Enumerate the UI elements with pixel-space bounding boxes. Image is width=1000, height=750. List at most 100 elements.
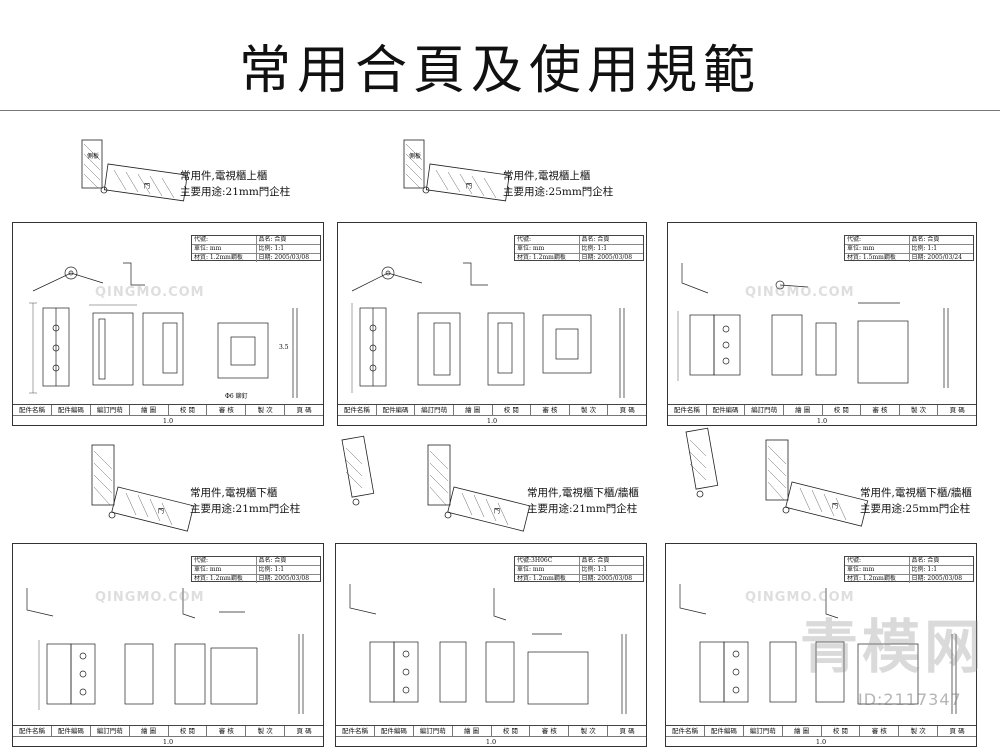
dim-label: Φ6 鉚釘 — [225, 392, 248, 400]
footer-cell: 校 閱 — [169, 405, 208, 415]
footer-cell: 配件名稱 — [13, 726, 52, 736]
footer-cell: 頁 碼 — [296, 727, 312, 735]
footer-cell: 校 閱 — [169, 726, 208, 736]
note-line: 常用件,電視櫃下櫃 — [190, 487, 278, 499]
usage-note-4: 常用件,電視櫃下櫃 主要用途:21mm門企柱 — [190, 485, 300, 517]
footer-cell: 頁 碼 — [296, 406, 312, 414]
tb-name: 品名: 合頁 — [258, 557, 287, 564]
footer-cell: 頁 碼 — [619, 727, 635, 735]
footer-cell: 編訂門萌 — [415, 405, 454, 415]
footer-table: 配件名稱配件編碼編訂門萌繪 圖校 閱審 核製 次頁 碼 1.0 — [668, 404, 976, 425]
footer-cell: 頁 碼 — [619, 406, 635, 414]
footer-cell: 製 次 — [246, 405, 286, 415]
tb-name: 品名: 合頁 — [581, 557, 610, 564]
footer-cell: 製 次 — [570, 405, 609, 415]
tb-scale: 比例: 1:1 — [258, 245, 285, 252]
footer-cell: 配件名稱 — [668, 405, 707, 415]
footer-cell: 編訂門萌 — [91, 726, 130, 736]
tb-name: 品名: 合頁 — [911, 236, 940, 243]
hinge-drawing-6 — [679, 584, 957, 714]
footer-cell: 審 核 — [531, 405, 570, 415]
footer-version: 1.0 — [816, 417, 828, 425]
footer-row: 配件名稱配件編碼編訂門萌繪 圖校 閱審 核製 次頁 碼 — [338, 405, 646, 416]
footer-cell: 配件名稱 — [336, 726, 375, 736]
svg-text:側板: 側板 — [409, 152, 421, 160]
installation-sketch-5a — [341, 435, 375, 506]
footer-table: 配件名稱配件編碼編訂門萌繪 圖校 閱審 核製 次頁 碼 1.0 — [338, 404, 646, 425]
note-line: 常用件,電視櫃下櫃/牆櫃 — [527, 487, 639, 499]
footer-cell: 編訂門萌 — [91, 405, 130, 415]
footer-version: 1.0 — [815, 738, 827, 746]
tb-date: 日期: 2005/03/08 — [258, 575, 310, 582]
footer-row: 配件名稱配件編碼編訂門萌繪 圖校 閱審 核製 次頁 碼 — [336, 726, 646, 737]
footer-cell: 製 次 — [569, 726, 609, 736]
footer-cell: 校 閱 — [823, 405, 862, 415]
svg-text:門: 門 — [494, 508, 500, 515]
tb-material: 材質: 1.2mm鋼板 — [515, 254, 580, 262]
tb-date: 日期: 2005/03/08 — [911, 575, 963, 582]
watermark-small: QINGMO.COM — [745, 590, 855, 605]
watermark-small: QINGMO.COM — [95, 285, 205, 300]
footer-row: 配件名稱配件編碼編訂門萌繪 圖校 閱審 核製 次頁 碼 — [13, 405, 323, 416]
watermark-small: QINGMO.COM — [745, 285, 855, 300]
watermark-small: QINGMO.COM — [95, 590, 205, 605]
footer-cell: 繪 圖 — [454, 405, 493, 415]
footer-table: 配件名稱配件編碼編訂門萌繪 圖校 閱審 核製 次頁 碼 1.0 — [666, 725, 976, 746]
usage-note-1: 常用件,電視櫃上櫃 主要用途:21mm門企柱 — [180, 168, 290, 200]
tb-date: 日期: 2005/03/08 — [258, 254, 310, 261]
tb-material: 材質: 1.2mm鋼板 — [192, 575, 257, 583]
tb-unit: 單位: mm — [192, 566, 257, 574]
footer-row: 配件名稱配件編碼編訂門萌繪 圖校 閱審 核製 次頁 碼 — [13, 726, 323, 737]
usage-note-2: 常用件,電視櫃上櫃 主要用途:25mm門企柱 — [503, 168, 613, 200]
footer-version: 1.0 — [162, 417, 174, 425]
tb-code: 代號: — [845, 557, 910, 565]
svg-text:側板: 側板 — [87, 152, 99, 160]
footer-cell: 配件名稱 — [666, 726, 705, 736]
tb-material: 材質: 1.2mm鋼板 — [515, 575, 580, 583]
installation-sketch-1: 側板 門 — [81, 139, 188, 202]
footer-cell: 審 核 — [861, 405, 900, 415]
hinge-drawing-2 — [351, 262, 625, 398]
footer-version: 1.0 — [486, 417, 498, 425]
footer-cell: 配件編碼 — [707, 405, 746, 415]
dim-label: 3.5 — [279, 344, 289, 351]
footer-cell: 校 閱 — [822, 726, 861, 736]
footer-cell: 編訂門萌 — [745, 405, 784, 415]
tb-scale: 比例: 1:1 — [581, 566, 608, 573]
note-line: 主要用途:21mm門企柱 — [190, 503, 301, 515]
tb-material: 材質: 1.2mm鋼板 — [845, 575, 910, 583]
note-line: 主要用途:21mm門企柱 — [180, 186, 291, 198]
tb-unit: 單位: mm — [515, 566, 580, 574]
footer-cell: 配件編碼 — [52, 405, 91, 415]
tb-code: 代號: — [515, 236, 580, 244]
tb-code: 代號: — [845, 236, 910, 244]
installation-sketch-6a — [685, 427, 719, 498]
footer-cell: 繪 圖 — [453, 726, 492, 736]
tb-date: 日期: 2005/03/08 — [581, 254, 633, 261]
tb-name: 品名: 合頁 — [258, 236, 287, 243]
svg-text:門: 門 — [158, 508, 164, 515]
footer-cell: 配件編碼 — [705, 726, 744, 736]
footer-cell: 編訂門萌 — [414, 726, 453, 736]
watermark-id: ID:2117347 — [858, 690, 962, 709]
footer-row: 配件名稱配件編碼編訂門萌繪 圖校 閱審 核製 次頁 碼 — [668, 405, 976, 416]
tb-unit: 單位: mm — [845, 245, 910, 253]
footer-table: 配件名稱配件編碼編訂門萌繪 圖校 閱審 核製 次頁 碼 1.0 — [13, 404, 323, 425]
tb-unit: 單位: mm — [192, 245, 257, 253]
footer-cell: 頁 碼 — [949, 727, 965, 735]
svg-text:門: 門 — [466, 183, 472, 190]
hinge-drawing-4 — [26, 588, 304, 714]
footer-cell: 製 次 — [246, 726, 286, 736]
footer-cell: 配件編碼 — [375, 726, 414, 736]
tb-unit: 單位: mm — [515, 245, 580, 253]
footer-cell: 審 核 — [207, 726, 247, 736]
footer-cell: 繪 圖 — [130, 405, 169, 415]
